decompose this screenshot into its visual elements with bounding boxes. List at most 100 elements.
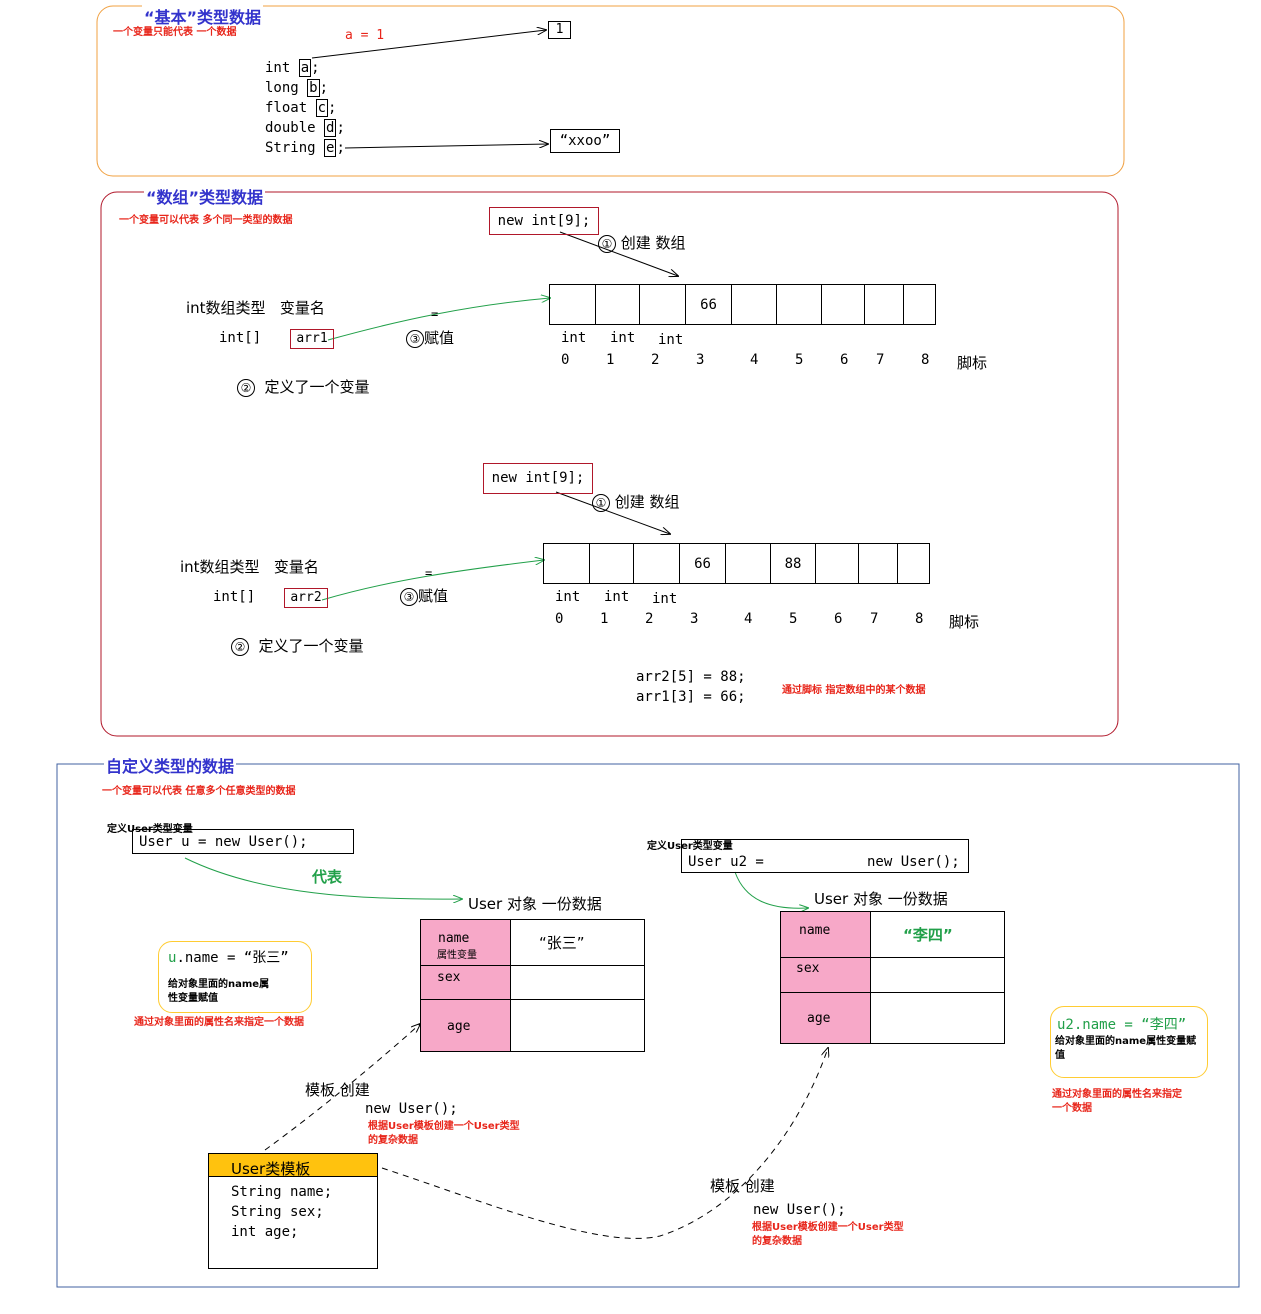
var-box-b: b	[307, 79, 320, 97]
obj1-attr-var: 属性变量	[437, 950, 477, 961]
arrow-new-to-array2	[555, 491, 670, 534]
decl-string: String e;	[265, 139, 345, 157]
array1-cell-2	[639, 284, 686, 325]
var-box-d: d	[324, 119, 337, 137]
arrow-u-represents	[184, 857, 462, 899]
section-array-title: “数组”类型数据	[144, 184, 266, 208]
array1-cell-5	[776, 284, 822, 325]
stmt-arr2: arr2[5] = 88;	[636, 669, 746, 685]
array2-int-arr: int[]	[213, 589, 256, 605]
array2-cell-2	[633, 543, 680, 584]
array2-cell-8	[897, 543, 930, 584]
new-user-2: new User();	[753, 1202, 846, 1218]
obj2-field-column	[781, 912, 871, 1043]
value-box-xxoo: “xxoo”	[550, 129, 620, 153]
obj1-field-column	[421, 920, 511, 1051]
arrow-template-to-obj2	[381, 1048, 828, 1239]
var-box-a: a	[298, 59, 312, 77]
array2-int-2: int	[652, 591, 678, 607]
decl2-right: new User();	[867, 854, 960, 870]
array2-index-4: 4	[744, 611, 753, 627]
obj2-field-name: name	[799, 923, 831, 938]
array1-cell-4	[731, 284, 777, 325]
var-box-c: c	[315, 99, 329, 117]
array2-index-8: 8	[915, 611, 924, 627]
array2-index-1: 1	[600, 611, 609, 627]
user-object-1: name 属性变量 sex age “张三”	[420, 919, 645, 1052]
array2-index-3: 3	[690, 611, 699, 627]
class-field-age: int age;	[231, 1224, 299, 1240]
callout-u-name: u.name = “张三” 给对象里面的name属性变量赋值	[158, 941, 312, 1013]
obj2-label: User 对象 一份数据	[814, 890, 948, 908]
array2-cell-0	[543, 543, 590, 584]
array1-eq: =	[431, 307, 439, 321]
new-user-note-1: 根据User模板创建一个User类型的复杂数据	[368, 1121, 520, 1146]
callout1-desc: 给对象里面的name属性变量赋值	[168, 979, 270, 1004]
section-basic-title: “基本”类型数据	[142, 4, 264, 28]
array2-int-1: int	[604, 589, 630, 605]
callout1-code: u.name = “张三”	[168, 950, 289, 966]
section-array-frame	[100, 191, 1119, 737]
value-box-1: 1	[548, 21, 571, 39]
new-user-1: new User();	[365, 1101, 458, 1117]
decl-float: float c;	[265, 99, 337, 117]
decl-user-u2: User u2 = new User();	[681, 839, 969, 873]
section-custom-frame	[56, 763, 1240, 1288]
arr1-var-box: arr1	[290, 329, 334, 349]
obj1-divider-1	[421, 965, 644, 966]
array2-define-label: ② 定义了一个变量	[231, 635, 364, 656]
arrow-arr1-assign	[327, 298, 550, 341]
obj2-field-age: age	[807, 1011, 831, 1026]
new-int-array1: new int[9];	[489, 207, 599, 235]
array-statements: arr2[5] = 88; arr1[3] = 66;	[636, 667, 746, 707]
section-basic-frame	[96, 5, 1125, 177]
create-array2-label: ① 创建 数组	[592, 491, 680, 512]
class-title-bar	[209, 1154, 377, 1177]
array1-int-arr: int[]	[219, 330, 262, 346]
represent-label: 代表	[312, 868, 343, 886]
array2-index-7: 7	[870, 611, 879, 627]
array1-cell-1	[595, 284, 640, 325]
array1-index-3: 3	[696, 352, 705, 368]
array2-cell-1	[589, 543, 634, 584]
create-array1-label: ① 创建 数组	[598, 232, 686, 253]
arrow-new-to-array1	[559, 231, 678, 276]
obj2-divider-1	[781, 957, 1004, 958]
arrow-arr2-assign	[321, 560, 544, 601]
section-array-note: 一个变量可以代表 多个同一类型的数据	[119, 215, 293, 226]
obj1-label: User 对象 一份数据	[468, 895, 602, 913]
array2-index-label: 脚标	[949, 613, 980, 631]
array1-int-1: int	[610, 330, 636, 346]
array1-index-label: 脚标	[957, 354, 988, 372]
new-user-note-2: 根据User模板创建一个User类型的复杂数据	[752, 1222, 904, 1247]
array2-index-0: 0	[555, 611, 564, 627]
array2-index-2: 2	[645, 611, 654, 627]
array1-index-2: 2	[651, 352, 660, 368]
obj1-name-value: “张三”	[539, 934, 585, 952]
array2-cell-5: 88	[770, 543, 816, 584]
array2-index-5: 5	[789, 611, 798, 627]
arrow-a-to-1	[311, 30, 546, 59]
array2-cell-6	[815, 543, 859, 584]
array2-cell-3: 66	[679, 543, 726, 584]
array1-cell-8	[903, 284, 936, 325]
arrow-template-to-obj1	[264, 1024, 420, 1151]
array2-index-6: 6	[834, 611, 843, 627]
callout2-code: u2.name = “李四”	[1057, 1017, 1187, 1033]
class-field-name: String name;	[231, 1184, 333, 1200]
array1-cell-7	[864, 284, 904, 325]
new-int-array2: new int[9];	[483, 463, 593, 494]
decl-user-u: User u = new User();	[132, 829, 354, 854]
array1-int-0: int	[561, 330, 587, 346]
array2-int-0: int	[555, 589, 581, 605]
array1-int-2: int	[658, 332, 684, 348]
class-fields: String name; String sex; int age;	[231, 1182, 332, 1242]
obj2-field-sex: sex	[796, 961, 820, 976]
array1-index-8: 8	[921, 352, 930, 368]
template-create-label-2: 模板 创建	[710, 1177, 775, 1195]
assign-a-1: a = 1	[345, 28, 385, 43]
user-object-2: name sex age “李四”	[780, 911, 1005, 1044]
callout2-desc: 给对象里面的name属性变量赋值	[1055, 1036, 1197, 1061]
note-right: 通过对象里面的属性名来指定一个数据	[1052, 1089, 1182, 1114]
